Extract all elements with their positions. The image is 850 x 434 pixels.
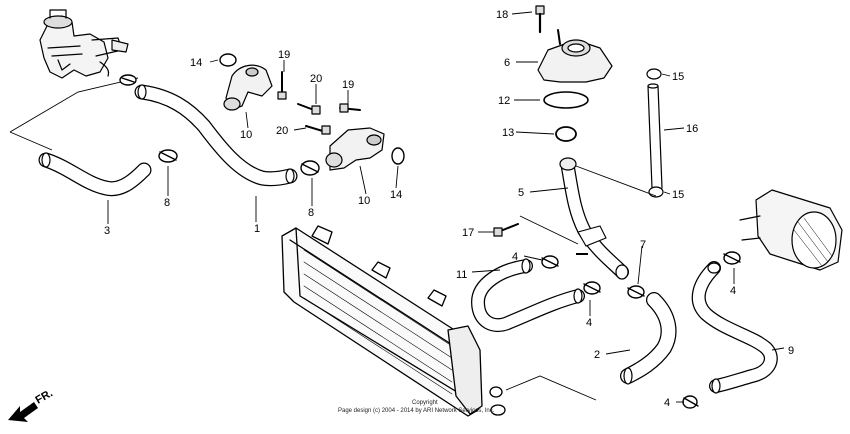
elbow-fitting-10-lower (325, 127, 385, 171)
label-part-12[interactable]: 12 (498, 95, 510, 107)
label-part-2[interactable]: 2 (594, 349, 600, 361)
label-part-5[interactable]: 5 (518, 187, 524, 199)
gasket-12 (543, 91, 589, 109)
label-part-11[interactable]: 11 (456, 269, 467, 281)
guide-lines-radiator (505, 375, 597, 401)
radiator-illustration (281, 225, 506, 417)
label-part-4d[interactable]: 4 (664, 397, 670, 409)
label-part-1[interactable]: 1 (254, 223, 260, 235)
direction-label: FR. (34, 387, 55, 406)
bolt-20-lower (305, 125, 331, 135)
o-ring-14-upper (219, 53, 237, 67)
label-part-4b[interactable]: 4 (586, 317, 592, 329)
label-part-20a[interactable]: 20 (310, 73, 322, 85)
label-part-10a[interactable]: 10 (240, 129, 252, 141)
hose-2-illustration (620, 292, 677, 385)
hose-3-illustration (38, 152, 152, 197)
label-part-20b[interactable]: 20 (276, 125, 288, 137)
label-part-17[interactable]: 17 (462, 227, 474, 239)
leader-lines (107, 11, 785, 403)
bolt-17 (493, 223, 519, 237)
clamp-8-right (300, 160, 320, 176)
label-part-9[interactable]: 9 (788, 345, 794, 357)
guide-lines-left (9, 77, 139, 151)
direction-indicator: FR. (8, 387, 55, 422)
front-arrow-icon (8, 402, 38, 422)
label-part-14a[interactable]: 14 (190, 57, 202, 69)
guide-lines-pipe-5 (519, 215, 579, 245)
clip-15-lower (648, 186, 664, 198)
label-part-16[interactable]: 16 (686, 123, 698, 135)
hose-9-illustration (691, 261, 778, 394)
label-part-4a[interactable]: 4 (512, 251, 518, 263)
clamp-upper-left (119, 74, 137, 86)
o-ring-14-lower (391, 147, 405, 165)
bolt-20-upper (297, 103, 321, 115)
label-part-6[interactable]: 6 (504, 57, 510, 69)
label-part-4c[interactable]: 4 (730, 285, 736, 297)
hose-1-illustration (134, 84, 298, 187)
label-part-10b[interactable]: 10 (358, 195, 370, 207)
copyright-line-1: Copyright (412, 400, 438, 406)
clamp-8-left (158, 149, 178, 163)
label-part-8b[interactable]: 8 (308, 207, 314, 219)
label-part-15b[interactable]: 15 (672, 189, 684, 201)
tube-16-illustration (647, 83, 663, 189)
clamp-4-hose-11 (541, 255, 559, 269)
clamp-7 (627, 285, 645, 299)
oil-filter-illustration (739, 189, 843, 271)
clamp-4-middle (583, 281, 601, 295)
upper-housing-illustration (39, 9, 129, 79)
o-ring-13 (555, 126, 577, 142)
clamp-4-upper-right (723, 251, 741, 265)
label-part-13[interactable]: 13 (502, 127, 514, 139)
copyright-notice: Copyright Page design (c) 2004 - 2014 by… (338, 400, 495, 414)
clamp-4-bottom-right (682, 395, 699, 409)
label-part-19b[interactable]: 19 (342, 79, 354, 91)
guide-lines-tube (575, 165, 657, 197)
bolt-19-upper (277, 71, 287, 100)
label-part-18[interactable]: 18 (496, 9, 508, 21)
label-part-7[interactable]: 7 (640, 239, 646, 251)
label-part-3[interactable]: 3 (104, 225, 110, 237)
label-part-19a[interactable]: 19 (278, 49, 290, 61)
part-labels: 1 2 3 4 4 4 4 5 6 7 8 8 9 10 10 11 12 13… (104, 9, 794, 409)
label-part-8a[interactable]: 8 (164, 197, 170, 209)
bolt-18 (535, 5, 545, 34)
pipe-5-illustration (559, 157, 629, 280)
bolt-19-lower (339, 103, 361, 113)
clip-15-upper (646, 68, 662, 80)
thermostat-cover-6 (537, 29, 613, 83)
elbow-fitting-10-upper (223, 64, 273, 111)
label-part-14b[interactable]: 14 (390, 189, 402, 201)
hose-11-illustration (470, 258, 585, 333)
label-part-15a[interactable]: 15 (672, 71, 684, 83)
copyright-line-2: Page design (c) 2004 - 2014 by ARI Netwo… (338, 408, 495, 414)
